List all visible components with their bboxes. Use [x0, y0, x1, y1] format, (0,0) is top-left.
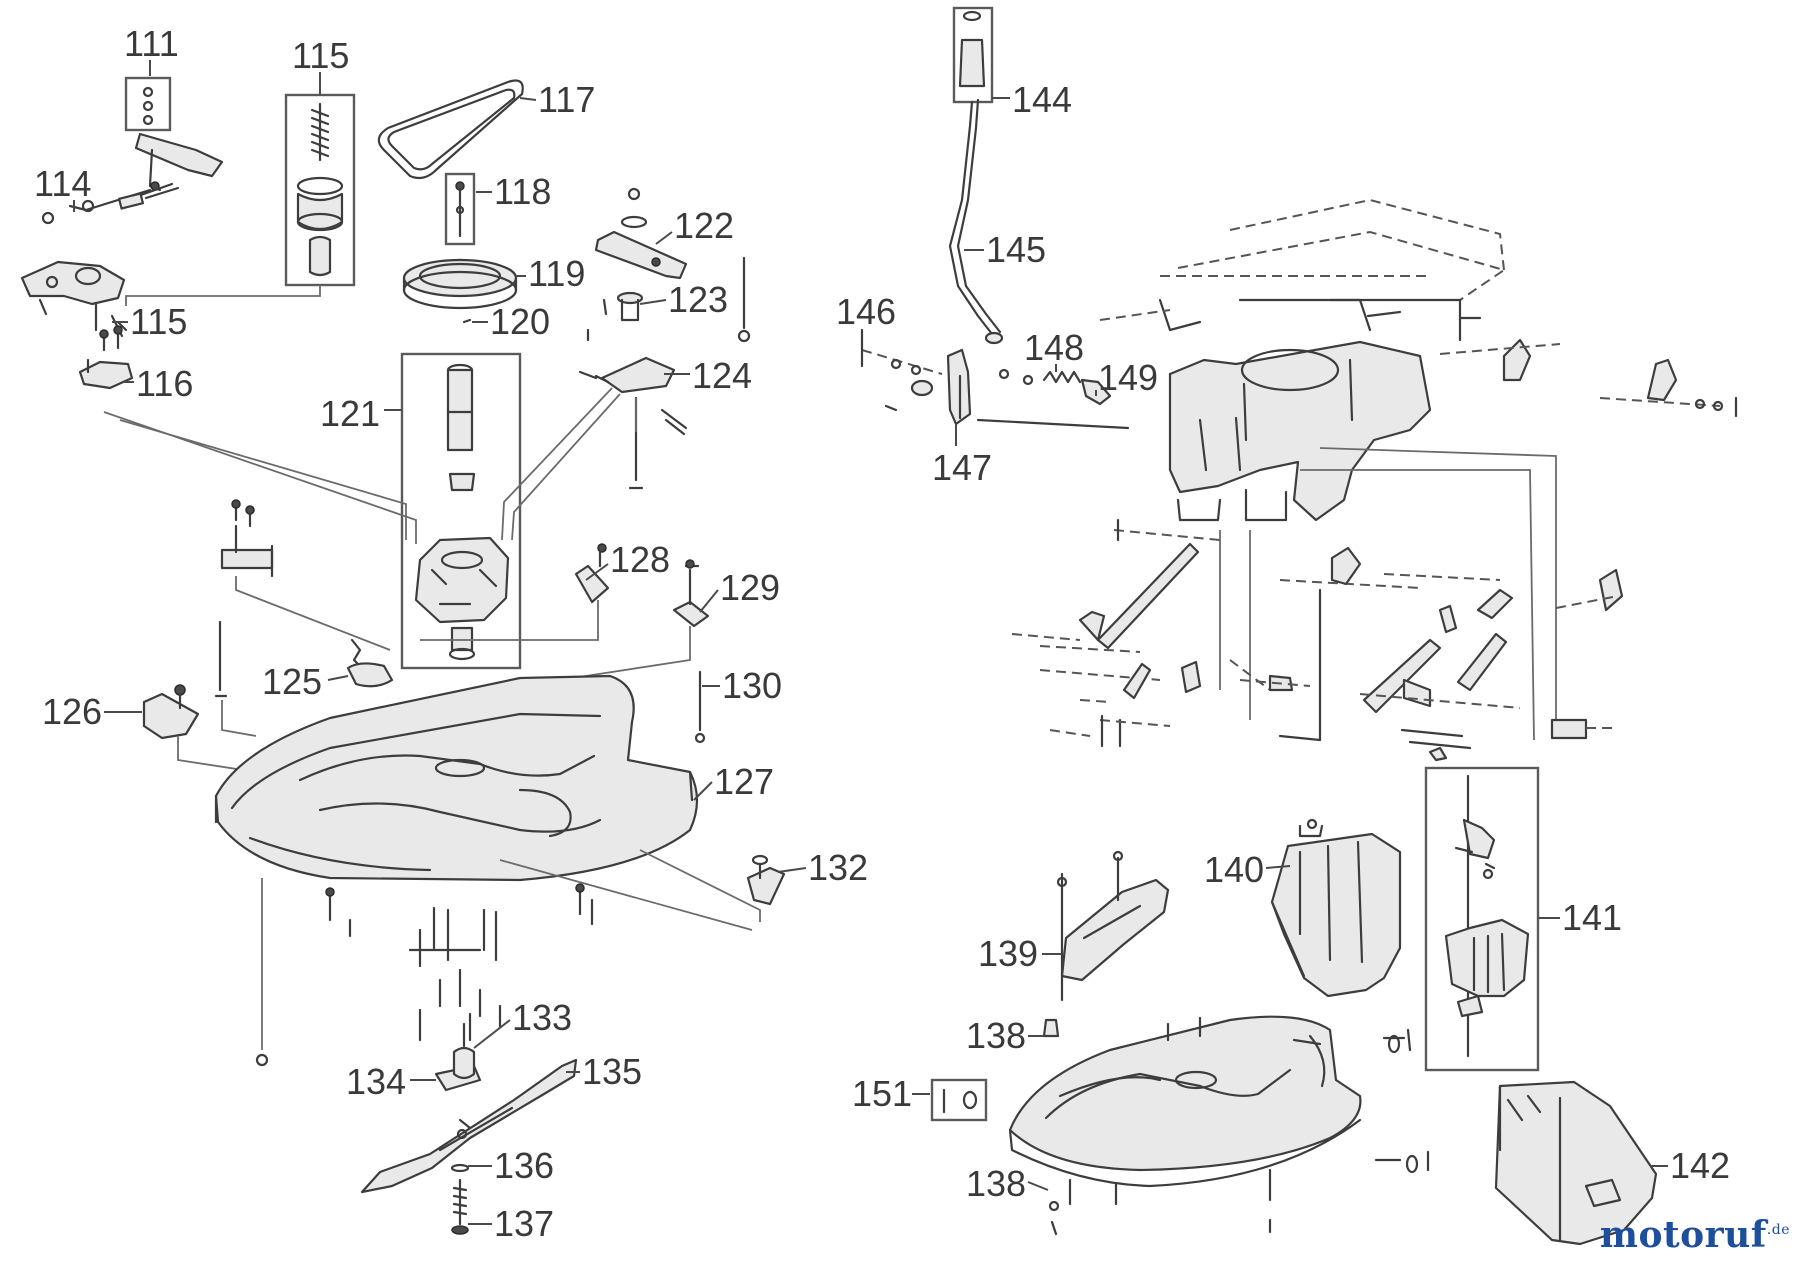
- callout-139: 139: [978, 933, 1038, 974]
- callout-115-top: 115: [292, 35, 349, 76]
- callout-117: 117: [538, 79, 595, 120]
- part-126-bracket: [142, 684, 200, 740]
- part-128-clip: [574, 543, 610, 604]
- callout-125: 125: [262, 661, 322, 702]
- lift-and-discharge-assembly: [860, 6, 1738, 1246]
- part-134-blade-hub: [434, 1022, 482, 1092]
- callout-133: 133: [512, 997, 572, 1038]
- callout-121: 121: [320, 393, 380, 434]
- callout-132: 132: [808, 847, 868, 888]
- part-129-clip: [672, 559, 710, 628]
- callout-129: 129: [720, 567, 780, 608]
- part-117-drive-belt: [377, 79, 524, 180]
- part-116-mount-bracket: [78, 325, 134, 390]
- mower-deck-assembly: [20, 76, 786, 1235]
- callout-145: 145: [986, 229, 1046, 270]
- part-115-idler-arm: [20, 260, 128, 338]
- part-140-rear-discharge: [1270, 818, 1402, 998]
- callout-126: 126: [42, 691, 102, 732]
- part-136-137-blade-bolt: [450, 1163, 470, 1235]
- callout-130: 130: [722, 665, 782, 706]
- part-142-cover: [1494, 1080, 1658, 1246]
- part-135-blade: [360, 1058, 578, 1194]
- deck-underside-bolts: [255, 878, 594, 1067]
- callout-151: 151: [852, 1073, 912, 1114]
- callout-124: 124: [692, 355, 752, 396]
- motoruf-watermark-logo: motoruf.de: [1600, 1214, 1790, 1256]
- part-122-pivot-bracket: [594, 187, 688, 280]
- rear-deck-housing: [1008, 1015, 1362, 1206]
- callout-140: 140: [1204, 849, 1264, 890]
- callout-122: 122: [674, 205, 734, 246]
- part-124-support-plate: [578, 356, 688, 490]
- part-121-spindle-assembly: [400, 352, 522, 670]
- callout-123: 123: [668, 279, 728, 320]
- watermark-name: motoruf: [1599, 1214, 1767, 1256]
- callout-146: 146: [836, 291, 896, 332]
- part-127-deck-housing: [214, 674, 699, 882]
- callout-115-lower: 115: [130, 301, 187, 342]
- callout-114: 114: [34, 163, 91, 204]
- part-115-idler-group: [284, 93, 356, 287]
- callout-120: 120: [490, 301, 550, 342]
- callout-116: 116: [136, 363, 193, 404]
- callout-135: 135: [582, 1051, 642, 1092]
- callout-142: 142: [1670, 1145, 1730, 1186]
- part-114-linkage-rod: [41, 188, 152, 225]
- part-139-side-chute: [1056, 850, 1170, 1002]
- part-118-bolt-kit: [444, 172, 476, 246]
- callout-111: 111: [124, 23, 179, 64]
- callout-118: 118: [494, 171, 551, 212]
- callout-144: 144: [1012, 79, 1072, 120]
- callout-149: 149: [1098, 357, 1158, 398]
- callout-127: 127: [714, 761, 774, 802]
- part-144-lever-grip: [952, 6, 994, 104]
- callout-128: 128: [610, 539, 670, 580]
- callout-138-lower: 138: [966, 1163, 1026, 1204]
- callout-148: 148: [1024, 327, 1084, 368]
- callout-147: 147: [932, 447, 992, 488]
- part-111-lever-bracket: [124, 76, 224, 200]
- callout-137: 137: [494, 1203, 554, 1244]
- chassis-frame: [1099, 198, 1738, 522]
- callout-134: 134: [346, 1061, 406, 1102]
- callout-141: 141: [1562, 897, 1622, 938]
- part-138-plug-upper: [1042, 1018, 1060, 1038]
- part-141-hinge-group: [1424, 766, 1540, 1072]
- watermark-tld: .de: [1766, 1222, 1790, 1238]
- part-145-lift-lever: [948, 100, 994, 336]
- callout-119: 119: [528, 253, 585, 294]
- part-151-pin-kit: [930, 1078, 988, 1122]
- part-125-spring: [346, 638, 394, 688]
- part-119-pulley: [402, 258, 518, 310]
- part-132-bracket: [746, 854, 786, 906]
- part-147-pivot-bracket: [946, 348, 972, 426]
- part-120-key: [462, 318, 472, 324]
- callout-138-upper: 138: [966, 1015, 1026, 1056]
- callout-136: 136: [494, 1145, 554, 1186]
- deck-bracket-left: [220, 499, 274, 578]
- part-123-bushing: [616, 291, 644, 322]
- lift-linkage-rods: [1011, 518, 1624, 762]
- part-148-spring: [1042, 370, 1082, 384]
- callout-labels: 111 115 117 114 118 122 119 123 115 120 …: [34, 23, 1730, 1244]
